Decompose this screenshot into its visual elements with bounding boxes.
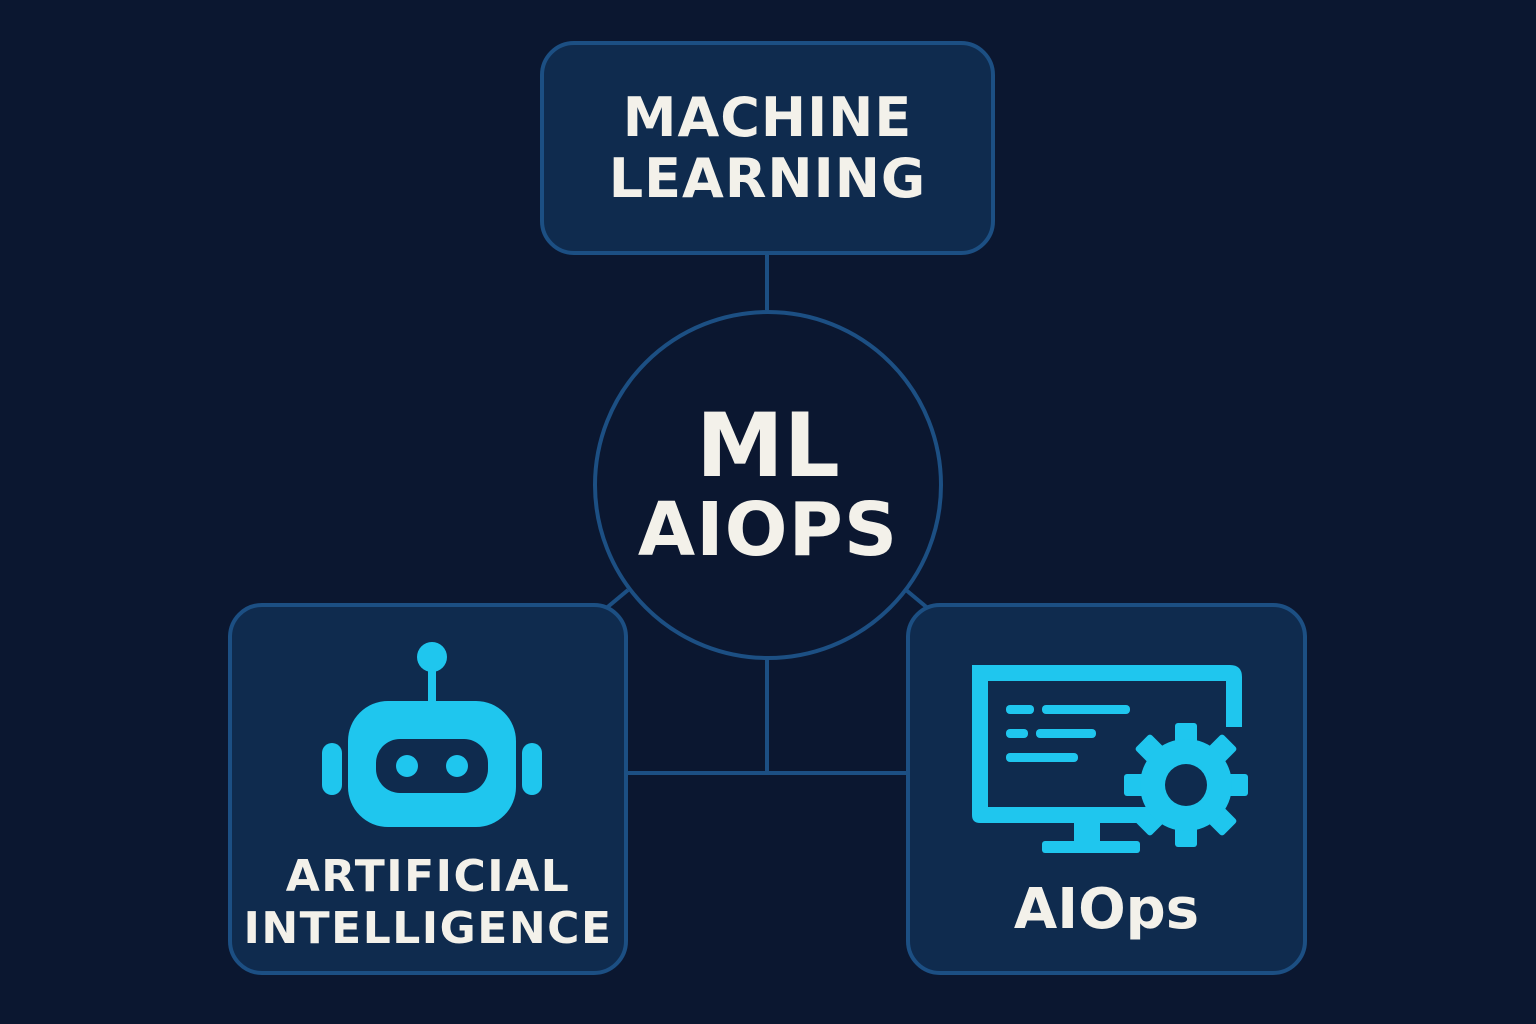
artificial-intelligence-node: ARTIFICIAL INTELLIGENCE bbox=[228, 603, 628, 975]
ai-label-line-2: INTELLIGENCE bbox=[243, 902, 613, 954]
artificial-intelligence-label: ARTIFICIAL INTELLIGENCE bbox=[232, 851, 624, 955]
aiops-label: AIOps bbox=[1013, 877, 1200, 942]
machine-learning-node: MACHINE LEARNING bbox=[540, 41, 995, 255]
center-sub-label: AIOPS bbox=[637, 487, 899, 574]
ai-label-line-1: ARTIFICIAL bbox=[285, 851, 571, 902]
ml-aiops-center-node: ML AIOPS bbox=[593, 310, 943, 660]
center-main-label: ML bbox=[696, 393, 840, 497]
machine-learning-label-line-2: LEARNING bbox=[608, 147, 927, 210]
robot-icon bbox=[322, 642, 542, 827]
aiops-node: AIOps bbox=[906, 603, 1307, 975]
monitor-gear-icon bbox=[972, 665, 1248, 853]
machine-learning-label-line-1: MACHINE bbox=[622, 85, 913, 149]
